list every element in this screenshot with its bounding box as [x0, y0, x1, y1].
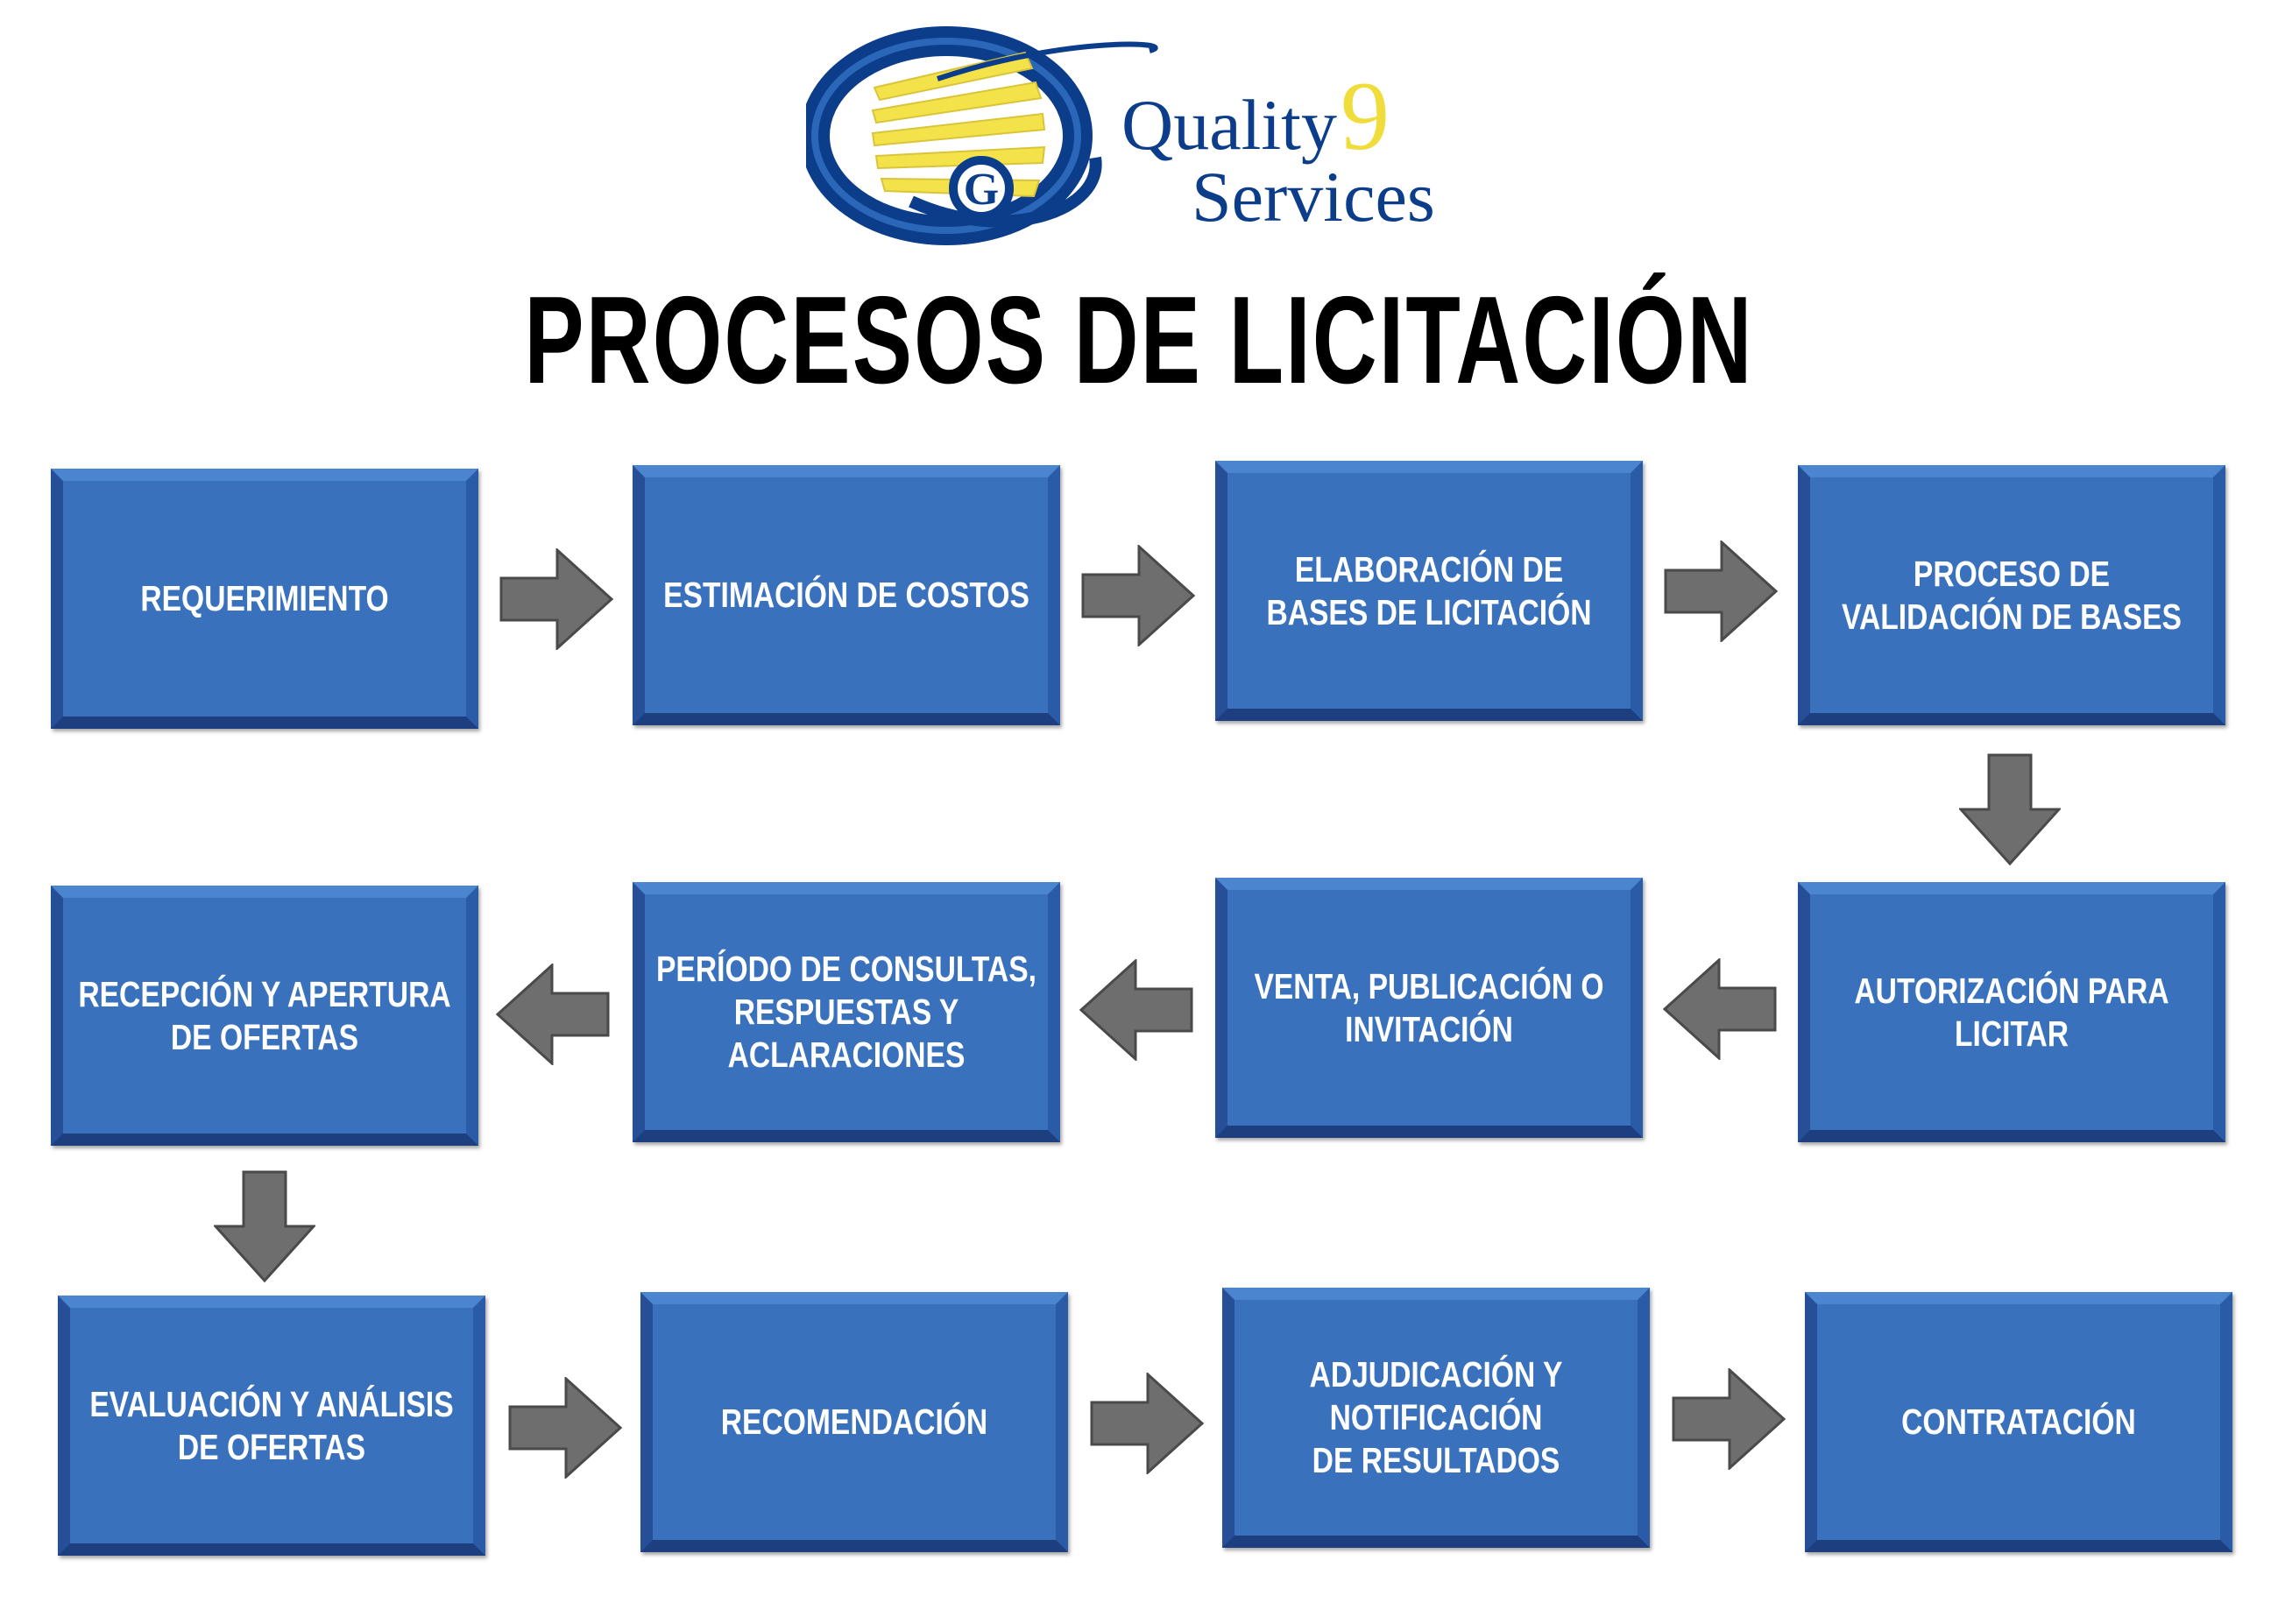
- step-label: RECOMENDACIÓN: [720, 1402, 988, 1442]
- svg-text:Quality9: Quality9: [1121, 62, 1390, 171]
- step-label: ESTIMACIÓN DE COSTOS: [663, 575, 1029, 615]
- step-autorizacion-licitar: AUTORIZACIÓN PARA LICITAR: [1798, 882, 2225, 1142]
- step-label: ADJUDICACIÓN Y NOTIFICACIÓN DE RESULTADO…: [1309, 1354, 1563, 1480]
- arrow-right-icon: [1672, 1368, 1786, 1470]
- step-label: VENTA, PUBLICACIÓN O INVITACIÓN: [1254, 965, 1604, 1049]
- arrow-right-icon: [508, 1377, 622, 1479]
- arrow-right-icon: [499, 548, 613, 650]
- step-venta-publicacion: VENTA, PUBLICACIÓN O INVITACIÓN: [1215, 878, 1643, 1138]
- step-requerimiento: REQUERIMIENTO: [51, 469, 478, 729]
- step-adjudicacion: ADJUDICACIÓN Y NOTIFICACIÓN DE RESULTADO…: [1222, 1288, 1650, 1548]
- step-label: REQUERIMIENTO: [140, 578, 389, 618]
- step-label: RECEPCIÓN Y APERTURA DE OFERTAS: [78, 973, 451, 1057]
- arrow-left-icon: [496, 964, 610, 1065]
- arrow-down-icon: [214, 1170, 315, 1282]
- step-label: ELABORACIÓN DE BASES DE LICITACIÓN: [1266, 548, 1592, 632]
- arrow-left-icon: [1663, 958, 1777, 1060]
- step-estimacion-costos: ESTIMACIÓN DE COSTOS: [633, 465, 1060, 725]
- step-validacion-bases: PROCESO DE VALIDACIÓN DE BASES: [1798, 465, 2225, 725]
- step-label: PERÍODO DE CONSULTAS, RESPUESTAS Y ACLAR…: [656, 949, 1036, 1075]
- step-elaboracion-bases: ELABORACIÓN DE BASES DE LICITACIÓN: [1215, 461, 1643, 721]
- arrow-right-icon: [1664, 540, 1778, 642]
- step-label: EVALUACIÓN Y ANÁLISIS DE OFERTAS: [89, 1383, 454, 1467]
- logo-services-text: Services: [1192, 157, 1435, 237]
- step-label: PROCESO DE VALIDACIÓN DE BASES: [1842, 553, 2182, 637]
- arrow-right-icon: [1090, 1373, 1204, 1474]
- step-periodo-consultas: PERÍODO DE CONSULTAS, RESPUESTAS Y ACLAR…: [633, 882, 1060, 1142]
- logo-quality-text: Quality: [1121, 85, 1337, 165]
- company-logo: G Quality9 Services: [800, 26, 1472, 245]
- logo-emblem-letter: G: [964, 165, 999, 215]
- arrow-down-icon: [1959, 753, 2061, 865]
- logo-digit-9: 9: [1341, 62, 1390, 171]
- step-label: AUTORIZACIÓN PARA LICITAR: [1854, 970, 2169, 1054]
- q9s-emblem-icon: G Quality9 Services: [800, 26, 1435, 245]
- step-recepcion-apertura: RECEPCIÓN Y APERTURA DE OFERTAS: [51, 886, 478, 1146]
- step-evaluacion-analisis: EVALUACIÓN Y ANÁLISIS DE OFERTAS: [58, 1296, 485, 1556]
- step-contratacion: CONTRATACIÓN: [1805, 1292, 2232, 1552]
- arrow-left-icon: [1079, 959, 1193, 1061]
- step-label: CONTRATACIÓN: [1901, 1402, 2136, 1442]
- page-title: PROCESOS DE LICITACIÓN: [524, 271, 1754, 410]
- arrow-right-icon: [1081, 545, 1195, 646]
- step-recomendacion: RECOMENDACIÓN: [640, 1292, 1068, 1552]
